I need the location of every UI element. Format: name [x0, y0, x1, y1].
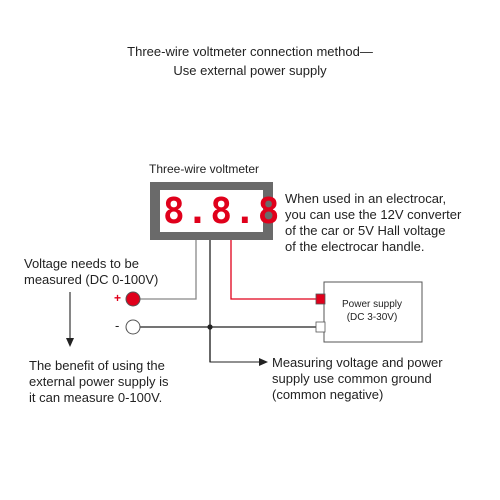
minus-terminal — [125, 319, 141, 335]
benefit-note-line-3: it can measure 0-100V. — [29, 390, 163, 405]
plus-terminal — [125, 291, 141, 307]
ground-note-line-2: supply use common ground — [272, 371, 432, 386]
ground-note-line-3: (common negative) — [272, 387, 384, 402]
plus-sign: + — [114, 291, 122, 305]
minus-sign: - — [115, 318, 120, 333]
title-line-1: Three-wire voltmeter connection method— — [127, 44, 373, 59]
ground-note: Measuring voltage and power supply use c… — [272, 355, 443, 403]
electrocar-note-line-3: of the car or 5V Hall voltage — [285, 223, 446, 238]
power-supply-line-2: (DC 3-30V) — [346, 312, 398, 323]
electrocar-note: When used in an electrocar, you can use … — [285, 191, 461, 255]
measure-note: Voltage needs to be measured (DC 0-100V) — [24, 256, 158, 288]
power-supply-line-1: Power supply — [341, 299, 403, 310]
power-supply-box — [323, 281, 423, 343]
red-wire — [230, 240, 318, 300]
electrocar-note-line-4: of the electrocar handle. — [285, 239, 425, 254]
power-supply-label: Power supply (DC 3-30V) — [322, 298, 422, 324]
electrocar-note-line-1: When used in an electrocar, — [285, 191, 447, 206]
power-supply-minus-pin — [315, 321, 326, 333]
power-supply-plus-pin — [315, 293, 326, 305]
ground-arrow-line — [209, 327, 262, 363]
benefit-arrow-head — [66, 338, 74, 347]
electrocar-note-line-2: you can use the 12V converter — [285, 207, 462, 222]
measure-note-line-1: Voltage needs to be — [24, 256, 139, 271]
benefit-note-line-2: external power supply is — [29, 374, 169, 389]
measure-note-line-2: measured (DC 0-100V) — [24, 272, 159, 287]
voltmeter-label: Three-wire voltmeter — [149, 162, 260, 176]
title-line-2: Use external power supply — [173, 63, 327, 78]
page-title: Three-wire voltmeter connection method— … — [0, 42, 500, 80]
ground-note-line-1: Measuring voltage and power — [272, 355, 443, 370]
ground-arrow-head — [259, 358, 268, 366]
benefit-note: The benefit of using the external power … — [29, 358, 168, 406]
voltmeter-screen — [160, 190, 263, 232]
voltmeter-display: 8.8.8 — [163, 191, 282, 232]
benefit-note-line-1: The benefit of using the — [29, 358, 165, 373]
gray-wire — [140, 240, 197, 300]
